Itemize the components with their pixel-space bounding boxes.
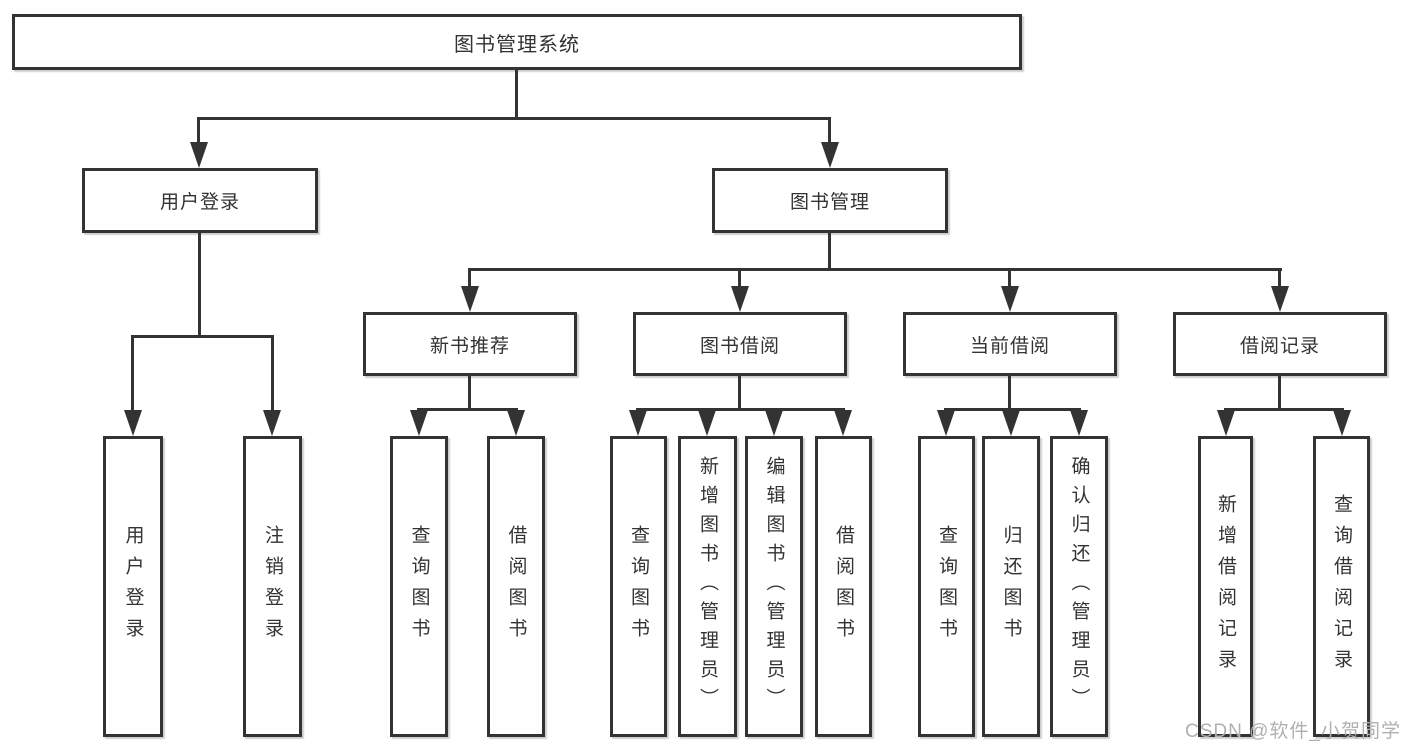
leaf-borrow-books: 借阅图书 [815, 436, 872, 737]
connector-vline [271, 336, 274, 414]
connector-vline [515, 70, 518, 118]
arrow-down-icon [765, 410, 783, 436]
connector-vline [828, 233, 831, 270]
arrow-down-icon [698, 410, 716, 436]
connector-vline [197, 118, 200, 146]
node-book-management: 图书管理 [712, 168, 948, 233]
arrow-down-icon [190, 142, 208, 168]
connector-vline [131, 336, 134, 414]
connector-vline [468, 376, 471, 411]
arrow-down-icon [507, 410, 525, 436]
node-library-management-system: 图书管理系统 [12, 14, 1022, 70]
connector-hline [131, 335, 274, 338]
leaf-edit-books-admin: 编辑图书（管理员） [745, 436, 803, 737]
node-book-borrow: 图书借阅 [633, 312, 847, 376]
leaf-query-books: 查询图书 [390, 436, 448, 737]
leaf-add-borrow-record: 新增借阅记录 [1198, 436, 1253, 737]
connector-vline [1008, 269, 1011, 289]
arrow-down-icon [410, 410, 428, 436]
leaf-user-login: 用户登录 [103, 436, 163, 737]
connector-vline [1278, 376, 1281, 411]
connector-vline [1008, 376, 1011, 411]
csdn-watermark: CSDN @软件_小贺同学 [1185, 721, 1401, 742]
connector-hline [468, 268, 1282, 271]
arrow-down-icon [834, 410, 852, 436]
leaf-query-books: 查询图书 [918, 436, 975, 737]
connector-vline [738, 269, 741, 289]
connector-vline [828, 118, 831, 146]
arrow-down-icon [821, 142, 839, 168]
arrow-down-icon [629, 410, 647, 436]
leaf-query-borrow-record: 查询借阅记录 [1313, 436, 1370, 737]
arrow-down-icon [937, 410, 955, 436]
connector-hline [636, 408, 845, 411]
arrow-down-icon [731, 286, 749, 312]
node-current-borrow: 当前借阅 [903, 312, 1117, 376]
connector-hline [417, 408, 518, 411]
arrow-down-icon [1217, 410, 1235, 436]
connector-vline [738, 376, 741, 411]
arrow-down-icon [1333, 410, 1351, 436]
connector-hline [1224, 408, 1344, 411]
node-user-login: 用户登录 [82, 168, 318, 233]
leaf-logout: 注销登录 [243, 436, 302, 737]
node-new-book-recommend: 新书推荐 [363, 312, 577, 376]
leaf-borrow-books: 借阅图书 [487, 436, 545, 737]
node-borrow-records: 借阅记录 [1173, 312, 1387, 376]
leaf-add-books-admin: 新增图书（管理员） [678, 436, 737, 737]
connector-hline [944, 408, 1081, 411]
arrow-down-icon [1070, 410, 1088, 436]
connector-vline [1278, 269, 1281, 289]
arrow-down-icon [124, 410, 142, 436]
arrow-down-icon [1001, 286, 1019, 312]
leaf-return-books: 归还图书 [982, 436, 1040, 737]
connector-vline [198, 233, 201, 338]
connector-vline [468, 269, 471, 289]
leaf-query-books: 查询图书 [610, 436, 667, 737]
arrow-down-icon [461, 286, 479, 312]
arrow-down-icon [1271, 286, 1289, 312]
arrow-down-icon [263, 410, 281, 436]
leaf-confirm-return-admin: 确认归还（管理员） [1050, 436, 1108, 737]
arrow-down-icon [1002, 410, 1020, 436]
connector-hline [197, 117, 831, 120]
